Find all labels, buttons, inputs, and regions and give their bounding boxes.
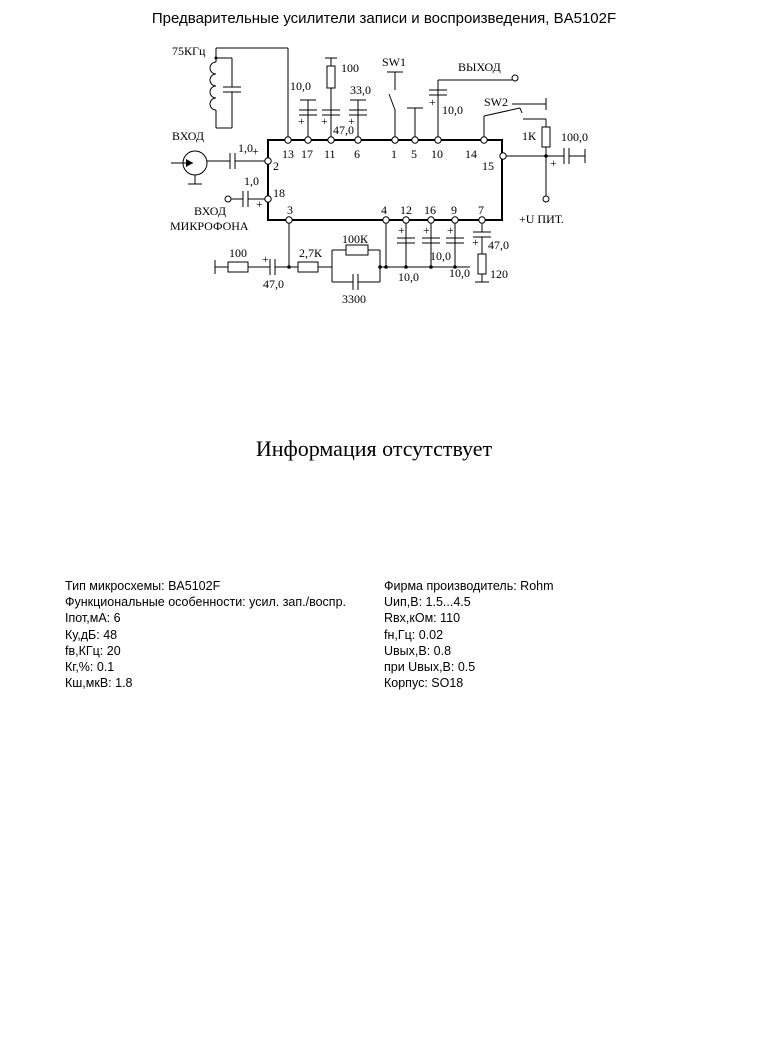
pin-17: 17 <box>301 147 313 161</box>
input-jack-icon <box>171 150 230 185</box>
pin-2: 2 <box>273 159 279 173</box>
svg-text:+: + <box>429 95 436 109</box>
pin-9: 9 <box>451 203 457 217</box>
spec-noise: Кш,мкВ: 1.8 <box>65 676 133 691</box>
spec-chip-type: Тип микросхемы: BA5102F <box>65 579 221 593</box>
mic-input-label-2: МИКРОФОНА <box>170 219 249 233</box>
r3a-label: 100 <box>229 246 247 260</box>
svg-text:+: + <box>262 252 269 266</box>
mic-input-label-1: ВХОД <box>194 204 226 218</box>
svg-text:+: + <box>256 197 263 211</box>
spec-manufacturer: Фирма производитель: Rohm <box>384 579 554 593</box>
sw2-label: SW2 <box>484 95 508 109</box>
r14-label: 1К <box>522 129 537 143</box>
spec-gain: Ку,дБ: 48 <box>65 627 118 642</box>
r3b-label: 2,7К <box>299 246 323 260</box>
oscillator-tank <box>209 47 289 138</box>
svg-text:+: + <box>550 156 557 170</box>
pin-18: 18 <box>273 186 285 200</box>
input-label: ВХОД <box>172 129 204 143</box>
pin-15: 15 <box>482 159 494 173</box>
c-fb-label: 3300 <box>342 292 366 306</box>
pin-7: 7 <box>478 203 484 217</box>
pin-13: 13 <box>282 147 294 161</box>
spec-upper-freq: fв,КГц: 20 <box>65 643 121 658</box>
sw1-label: SW1 <box>382 55 406 69</box>
spec-features: Функциональные особенности: усил. зап./в… <box>65 595 346 610</box>
c10-label: 10,0 <box>442 103 463 117</box>
spec-distortion: Кг,%: 0.1 <box>65 660 115 675</box>
c6-label: 33,0 <box>350 83 371 97</box>
c9-label: 10,0 <box>449 266 470 280</box>
pin-4: 4 <box>381 203 387 217</box>
c12-label: 10,0 <box>398 270 419 284</box>
specs-right: Фирма производитель: Rohm Uип,В: 1.5...4… <box>384 578 554 691</box>
pin-5: 5 <box>411 147 417 161</box>
top-pins <box>284 136 488 144</box>
svg-text:+: + <box>298 114 305 128</box>
svg-text:+: + <box>447 223 454 237</box>
svg-text:+: + <box>398 223 405 237</box>
r7-label: 120 <box>490 267 508 281</box>
svg-text:+: + <box>423 223 430 237</box>
c11-label: 47,0 <box>333 123 354 137</box>
spec-current: Iпот,мА: 6 <box>65 611 121 626</box>
c15-label: 100,0 <box>561 130 588 144</box>
svg-text:+: + <box>472 235 479 249</box>
r-fb-label: 100К <box>342 232 369 246</box>
pin-16: 16 <box>424 203 436 217</box>
svg-text:+: + <box>321 114 328 128</box>
c3-label: 47,0 <box>263 277 284 291</box>
pin-10: 10 <box>431 147 443 161</box>
page-title: Предварительные усилители записи и воспр… <box>151 10 617 27</box>
c7-label: 47,0 <box>488 238 509 252</box>
pin-3: 3 <box>287 203 293 217</box>
spec-package: Корпус: SO18 <box>384 676 464 691</box>
supply-label: +U ПИТ. <box>519 212 564 226</box>
spec-supply-voltage: Uип,В: 1.5...4.5 <box>384 595 471 610</box>
spec-input-resistance: Rвх,кОм: 110 <box>384 611 461 626</box>
pin-6: 6 <box>354 147 360 161</box>
svg-text:+: + <box>348 114 355 128</box>
spec-lower-freq: fн,Гц: 0.02 <box>384 627 444 642</box>
c17-label: 10,0 <box>290 79 311 93</box>
no-info-message: Информация отсутствует <box>255 436 493 461</box>
osc-label: 75КГц <box>172 44 206 58</box>
pin-1: 1 <box>391 147 397 161</box>
c-in-label: 1,0 <box>238 141 253 155</box>
pin-12: 12 <box>400 203 412 217</box>
pin-11: 11 <box>324 147 336 161</box>
circuit-schematic: 75КГц ВХОД + 1,0 + 1,0 ВХОД МИКРОФОНА 2 … <box>170 44 588 306</box>
c-mic-label: 1,0 <box>244 174 259 188</box>
r11-label: 100 <box>341 61 359 75</box>
output-label: ВЫХОД <box>458 60 501 74</box>
svg-text:+: + <box>252 144 259 158</box>
specs-left: Тип микросхемы: BA5102F Функциональные о… <box>65 578 346 691</box>
pin-14: 14 <box>465 147 477 161</box>
c16-label: 10,0 <box>430 249 451 263</box>
spec-at-output-voltage: при Uвых,В: 0.5 <box>384 660 476 675</box>
bottom-pins <box>285 216 486 224</box>
spec-output-voltage: Uвых,В: 0.8 <box>384 643 452 658</box>
